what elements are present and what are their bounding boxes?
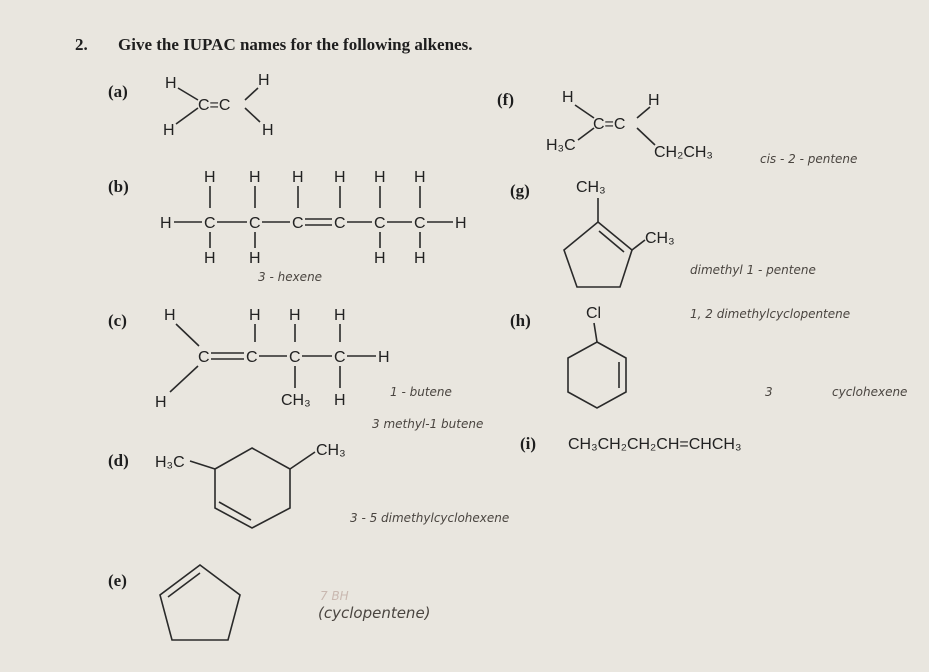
structure-i: (i) CH₃CH₂CH₂CH=CHCH₃ [520, 434, 741, 453]
atom: CH₃ [316, 442, 346, 459]
atom: H [648, 92, 660, 109]
svg-text:H: H [292, 169, 304, 186]
svg-text:C: C [289, 349, 301, 366]
atom: C=C [198, 97, 230, 114]
atom: H [562, 89, 574, 106]
atom: H [163, 122, 175, 139]
formula-i: CH₃CH₂CH₂CH=CHCH₃ [568, 436, 741, 453]
atom: H [258, 72, 270, 89]
structure-d: (d) H₃C CH₃ 3 - 5 dimethylcyclohexene [108, 442, 509, 529]
label-d: (d) [108, 451, 129, 470]
label-f: (f) [497, 90, 514, 109]
label-i: (i) [520, 434, 536, 453]
answer-g: dimethyl 1 - pentene [690, 263, 816, 277]
label-e: (e) [108, 571, 127, 590]
label-h: (h) [510, 311, 531, 330]
svg-text:H: H [249, 169, 261, 186]
svg-text:C: C [198, 349, 210, 366]
svg-text:H: H [374, 250, 386, 267]
question-prompt: Give the IUPAC names for the following a… [118, 35, 472, 54]
svg-text:H: H [334, 169, 346, 186]
atom: Cl [586, 305, 601, 322]
svg-text:H: H [414, 250, 426, 267]
atom: CH₃ [576, 179, 606, 196]
answer-h-2: cyclohexene [832, 385, 907, 399]
answer-h-number: 3 [765, 385, 773, 399]
svg-text:H: H [455, 215, 467, 232]
question-number: 2. [75, 35, 88, 54]
atom: CH₂CH₃ [654, 144, 713, 161]
structure-h: (h) Cl 1, 2 dimethylcyclopentene 3 cyclo… [510, 305, 907, 409]
structure-c: (c) H H H H C C C C H H CH₃ H 1 - butene 3 met… [108, 307, 483, 431]
svg-text:C: C [334, 215, 346, 232]
atom: H [165, 75, 177, 92]
svg-text:H: H [334, 307, 346, 324]
answer-c: 1 - butene [390, 385, 452, 399]
svg-text:H: H [414, 169, 426, 186]
svg-text:CH₃: CH₃ [281, 392, 311, 409]
answer-c-2: 3 methyl-1 butene [372, 417, 483, 431]
svg-text:C: C [374, 215, 386, 232]
answer-h: 1, 2 dimethylcyclopentene [690, 307, 850, 321]
answer-b: 3 - hexene [258, 270, 322, 284]
svg-text:H: H [160, 215, 172, 232]
atom: H₃C [546, 137, 576, 154]
svg-text:H: H [249, 250, 261, 267]
structure-g: (g) CH₃ CH₃ dimethyl 1 - pentene [510, 179, 816, 288]
svg-text:H: H [334, 392, 346, 409]
structure-e: (e) 7 BH (cyclopentene) [108, 564, 431, 641]
answer-e: (cyclopentene) [318, 604, 431, 622]
svg-text:H: H [378, 349, 390, 366]
svg-text:H: H [155, 394, 167, 411]
atom: C=C [593, 116, 625, 133]
atom: H₃C [155, 454, 185, 471]
atom: CH₃ [645, 230, 675, 247]
svg-text:H: H [204, 250, 216, 267]
atom: H [262, 122, 274, 139]
svg-text:H: H [249, 307, 261, 324]
svg-text:C: C [204, 215, 216, 232]
label-c: (c) [108, 311, 127, 330]
faint-note: 7 BH [320, 589, 349, 603]
label-a: (a) [108, 82, 128, 101]
svg-text:C: C [246, 349, 258, 366]
structure-b: (b) H H H H H H H C C C C C C H H H H H 3 - hexene [108, 169, 467, 284]
answer-d: 3 - 5 dimethylcyclohexene [350, 511, 509, 525]
svg-text:C: C [292, 215, 304, 232]
structure-a: (a) H H C=C H H [108, 72, 274, 139]
svg-text:H: H [374, 169, 386, 186]
svg-text:C: C [334, 349, 346, 366]
answer-f: cis - 2 - pentene [760, 152, 857, 166]
svg-text:H: H [289, 307, 301, 324]
label-g: (g) [510, 181, 530, 200]
svg-text:C: C [414, 215, 426, 232]
svg-text:H: H [204, 169, 216, 186]
label-b: (b) [108, 177, 129, 196]
structure-f: (f) H H C=C H₃C CH₂CH₃ cis - 2 - pentene [497, 89, 857, 166]
svg-text:C: C [249, 215, 261, 232]
svg-text:H: H [164, 307, 176, 324]
